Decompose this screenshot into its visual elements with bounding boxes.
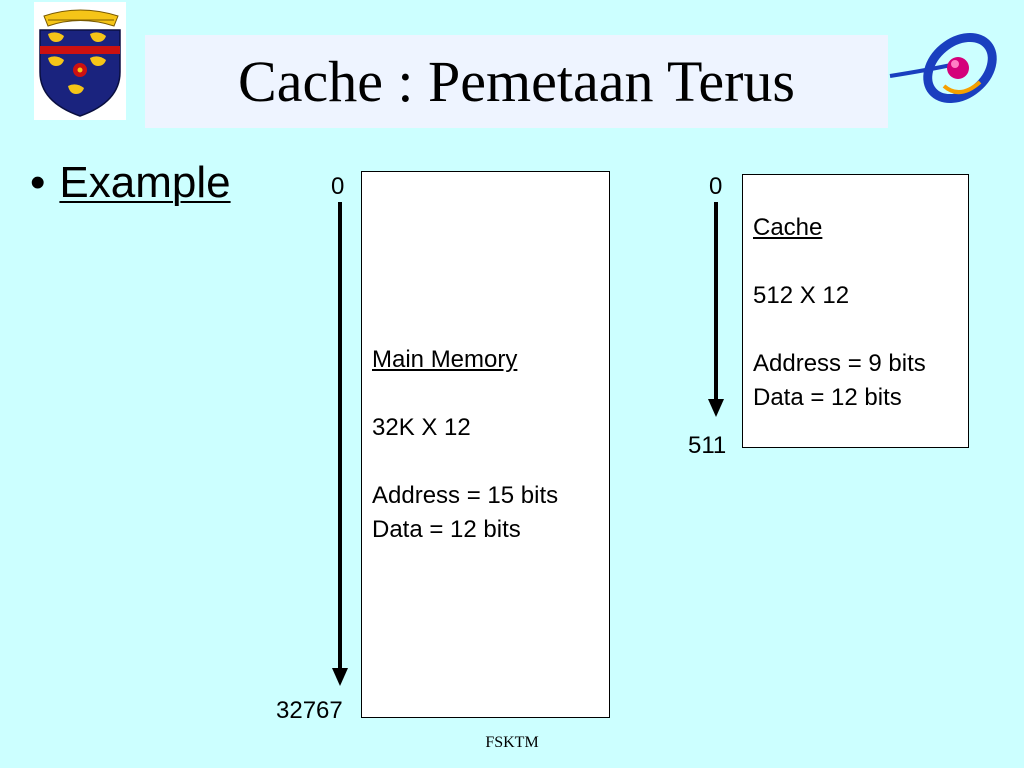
cache-address: Address = 9 bits bbox=[753, 350, 926, 377]
cache-end-index: 511 bbox=[688, 432, 727, 459]
slide-footer: FSKTM bbox=[485, 734, 539, 751]
main-memory-size: 32K X 12 bbox=[372, 414, 471, 441]
title-banner: Cache : Pemetaan Terus bbox=[145, 35, 888, 128]
ring-globe-logo-icon bbox=[888, 22, 1000, 122]
university-crest-icon bbox=[34, 2, 126, 120]
bullet-item: • Example bbox=[30, 158, 231, 208]
slide-title: Cache : Pemetaan Terus bbox=[238, 49, 795, 114]
main-memory-end-index: 32767 bbox=[276, 697, 343, 724]
main-memory-heading: Main Memory bbox=[372, 346, 518, 373]
cache-start-index: 0 bbox=[709, 173, 723, 200]
main-memory-data: Data = 12 bits bbox=[372, 516, 521, 543]
cache-data: Data = 12 bits bbox=[753, 384, 902, 411]
main-memory-box: Main Memory 32K X 12 Address = 15 bits D… bbox=[361, 171, 610, 718]
main-memory-address: Address = 15 bits bbox=[372, 482, 559, 509]
main-memory-start-index: 0 bbox=[331, 173, 345, 200]
cache-heading: Cache bbox=[753, 214, 823, 241]
cache-box: Cache 512 X 12 Address = 9 bits Data = 1… bbox=[742, 174, 969, 448]
bullet-label: Example bbox=[59, 158, 231, 207]
main-memory-down-arrow bbox=[332, 202, 348, 686]
cache-size: 512 X 12 bbox=[753, 282, 850, 309]
bullet-symbol: • bbox=[30, 158, 46, 207]
cache-down-arrow bbox=[708, 202, 724, 417]
